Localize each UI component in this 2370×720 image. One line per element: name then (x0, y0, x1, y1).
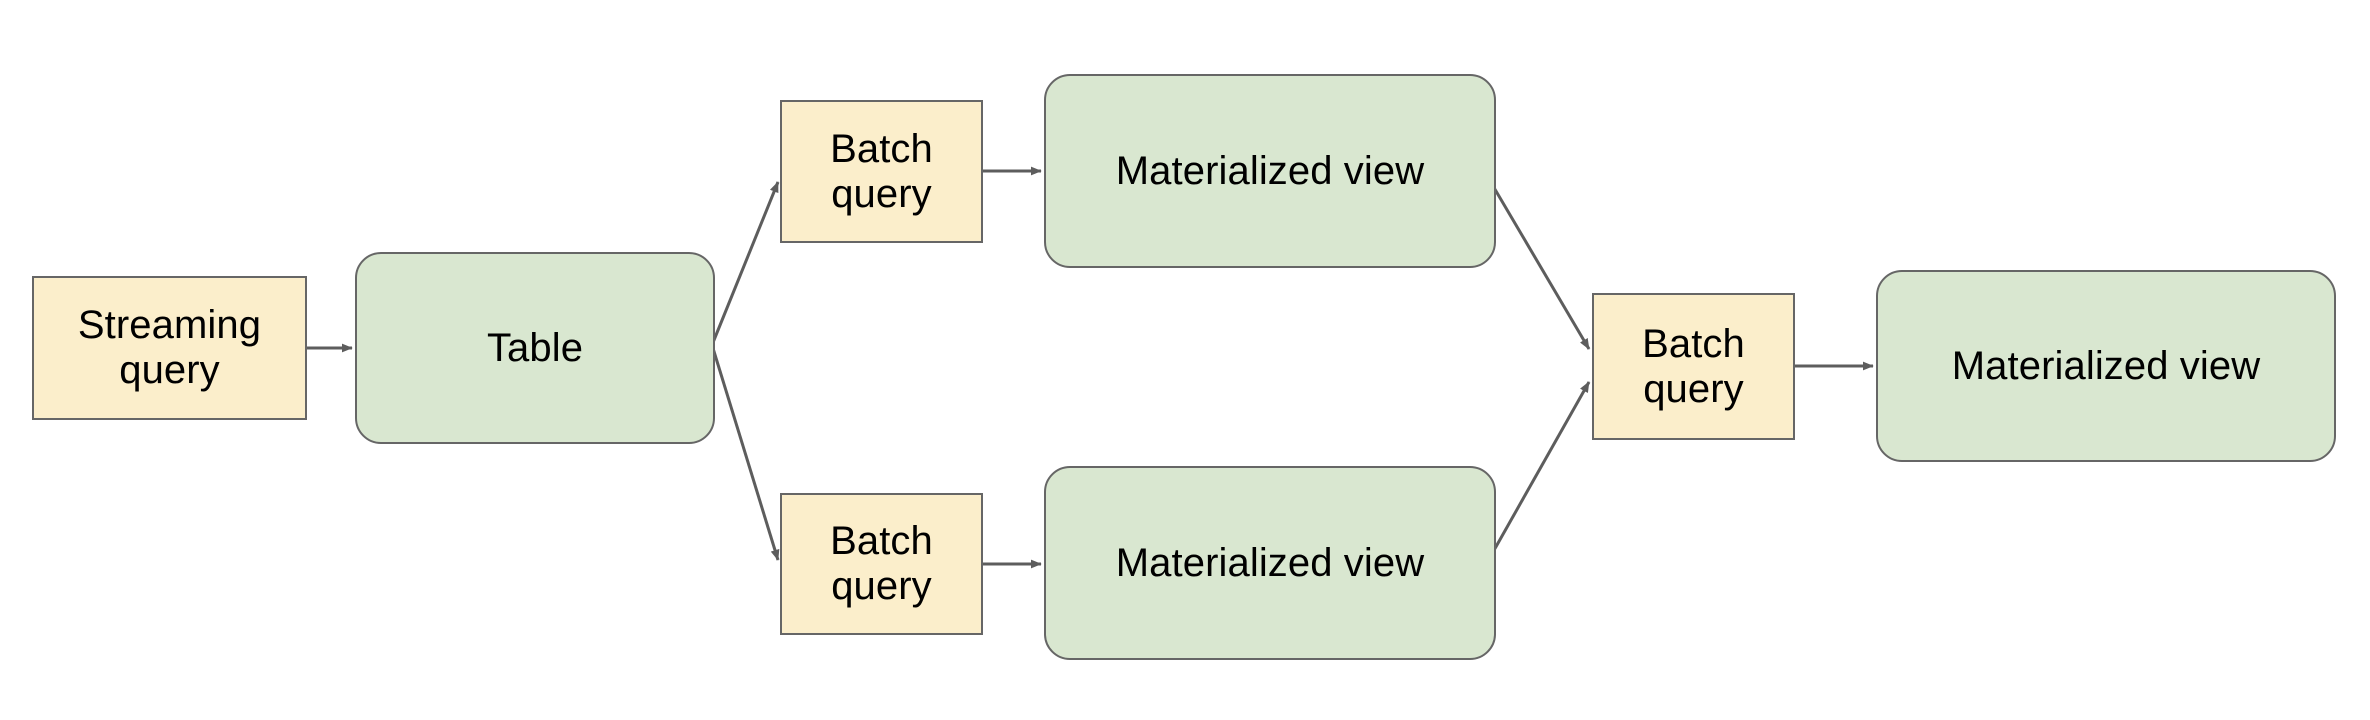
edge-mv-top-to-batch-query-merge (1491, 185, 1591, 350)
node-materialized-view-top[interactable]: Materialized view (1044, 74, 1496, 268)
node-table[interactable]: Table (355, 252, 715, 444)
node-materialized-view-right[interactable]: Materialized view (1876, 270, 2336, 462)
node-materialized-view-bottom[interactable]: Materialized view (1044, 466, 1496, 660)
edge-mv-bottom-to-batch-query-merge (1491, 381, 1591, 553)
edge-table-to-batch-query-top (710, 181, 780, 346)
node-batch-query-merge[interactable]: Batch query (1592, 293, 1795, 440)
node-batch-query-bottom[interactable]: Batch query (780, 493, 983, 635)
edge-table-to-batch-query-bottom (710, 344, 780, 561)
node-streaming-query[interactable]: Streaming query (32, 276, 307, 420)
node-batch-query-top[interactable]: Batch query (780, 100, 983, 243)
